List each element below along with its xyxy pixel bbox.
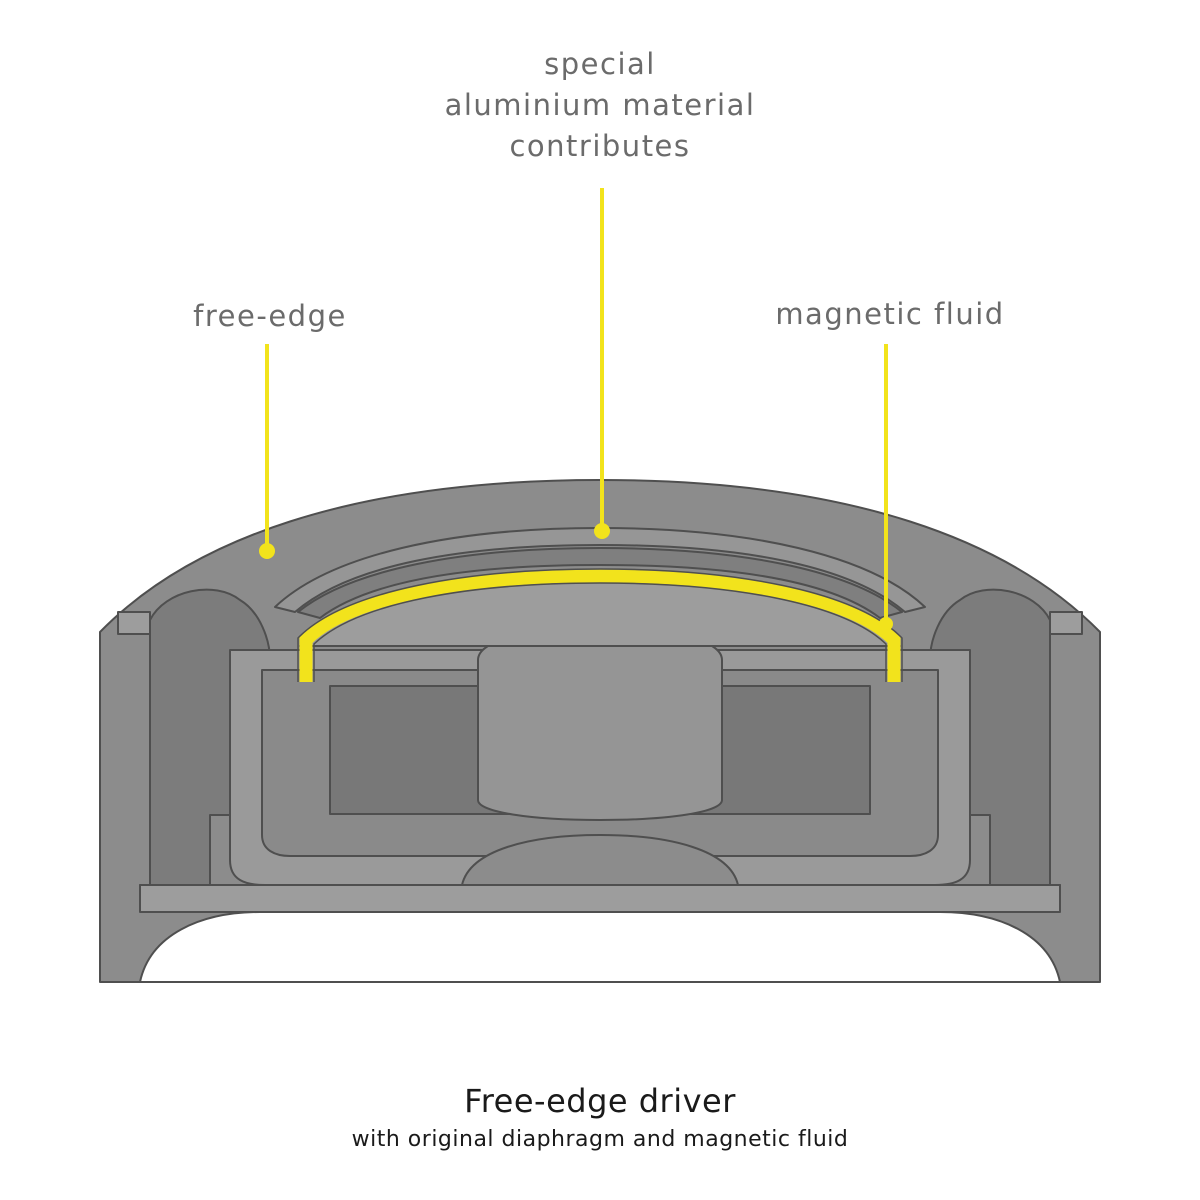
label-aluminium-line-3: contributes <box>509 129 691 163</box>
label-aluminium-material: special aluminium material contributes <box>400 44 800 167</box>
caption-title: Free-edge driver <box>464 1082 736 1120</box>
label-magnetic-fluid: magnetic fluid <box>775 297 1005 331</box>
left-ledge <box>117 611 151 635</box>
free-edge-ring <box>274 527 926 613</box>
voice-coil-accent <box>299 569 901 682</box>
center-pole <box>477 627 723 821</box>
center-recess <box>461 834 739 886</box>
right-ledge <box>1049 611 1083 635</box>
label-aluminium-line-2: aluminium material <box>444 88 756 122</box>
base-plate <box>139 884 1061 913</box>
leader-dot-free-edge <box>259 543 275 559</box>
caption-subtitle: with original diaphragm and magnetic flu… <box>351 1127 849 1152</box>
diaphragm-dome <box>297 547 903 619</box>
bottom-arch <box>139 911 1061 983</box>
label-aluminium-line-1: special <box>544 47 656 81</box>
leader-dot-magnetic-fluid <box>879 617 893 631</box>
leader-dot-aluminium <box>594 523 610 539</box>
label-free-edge: free-edge <box>193 299 347 333</box>
